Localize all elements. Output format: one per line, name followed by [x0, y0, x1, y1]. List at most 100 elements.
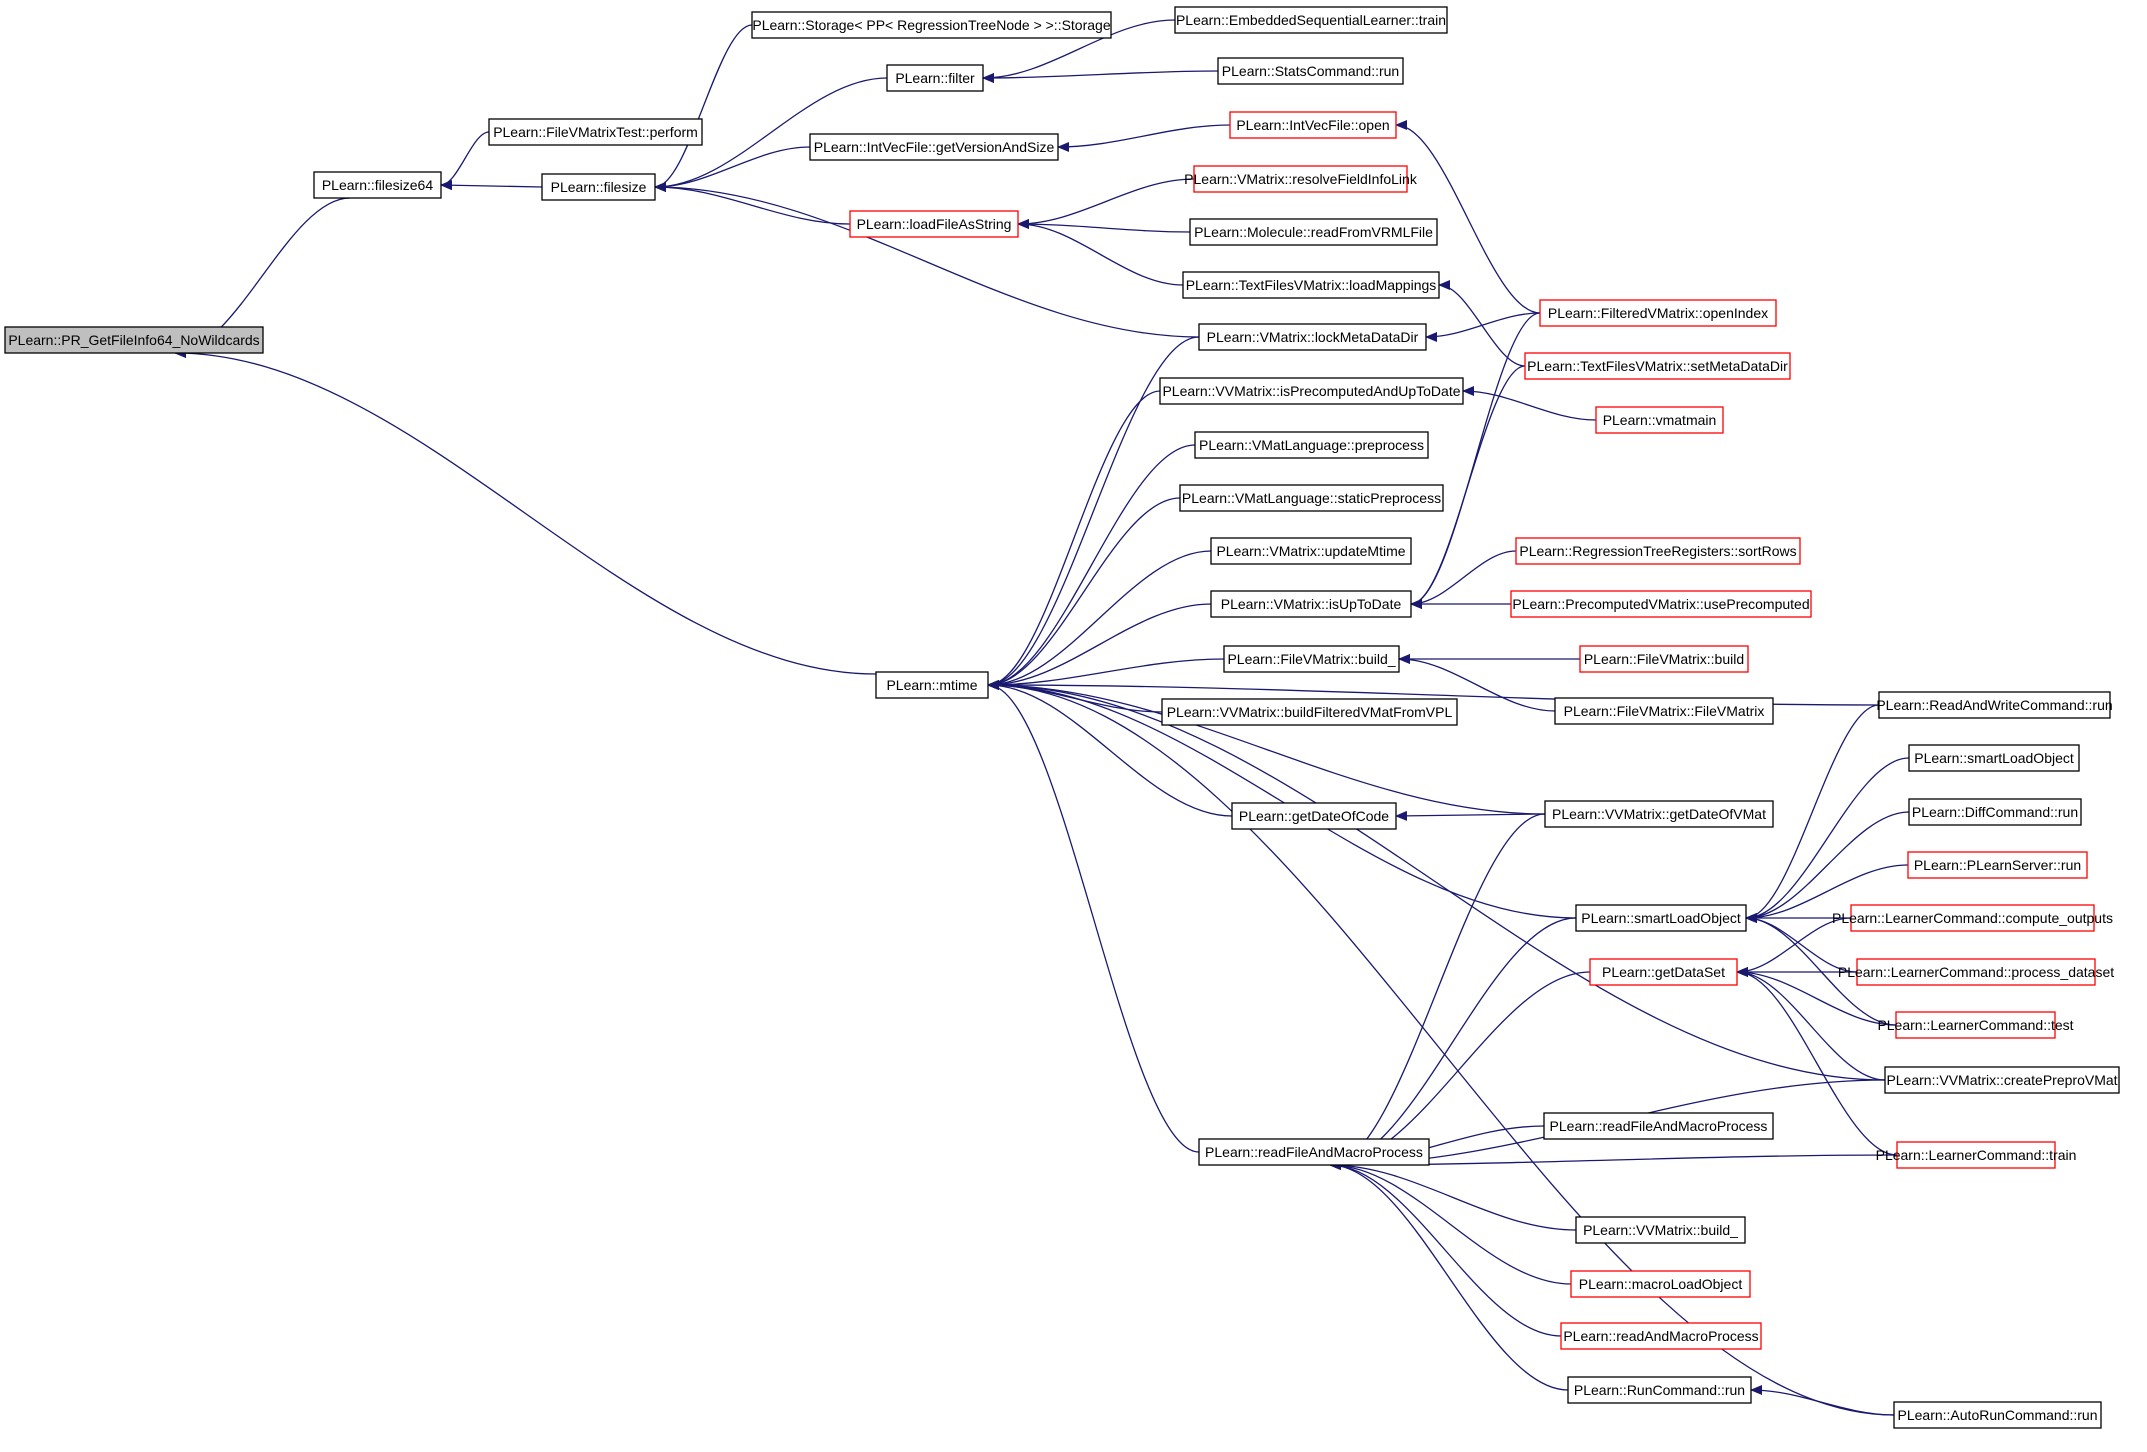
node-readfilemacro_r[interactable]: PLearn::readFileAndMacroProcess	[1543, 1112, 1774, 1140]
node-lockmeta[interactable]: PLearn::VMatrix::lockMetaDataDir	[1198, 323, 1427, 351]
node-ivfopen[interactable]: PLearn::IntVecFile::open	[1229, 111, 1397, 139]
node-label: PLearn::LearnerCommand::train	[1876, 1147, 2077, 1163]
node-label: PLearn::Molecule::readFromVRMLFile	[1194, 224, 1433, 240]
node-processds[interactable]: PLearn::LearnerCommand::process_dataset	[1838, 958, 2114, 986]
node-updatemtime[interactable]: PLearn::VMatrix::updateMtime	[1210, 537, 1412, 565]
node-box	[1189, 218, 1438, 246]
node-box	[1174, 6, 1448, 34]
edge-setmeta-to-isuptodate	[1410, 365, 1526, 609]
node-getdataset[interactable]: PLearn::getDataSet	[1589, 958, 1738, 986]
node-autorun[interactable]: PLearn::AutoRunCommand::run	[1893, 1401, 2102, 1429]
node-label: PLearn::vmatmain	[1603, 412, 1717, 428]
node-smartload_r[interactable]: PLearn::smartLoadObject	[1908, 744, 2080, 772]
node-isuptodate[interactable]: PLearn::VMatrix::isUpToDate	[1210, 590, 1412, 618]
node-filesize64[interactable]: PLearn::filesize64	[313, 171, 442, 199]
node-fvmbuild_[interactable]: PLearn::FileVMatrix::build_	[1223, 645, 1400, 673]
node-box	[313, 171, 442, 199]
node-label: PLearn::StatsCommand::run	[1222, 63, 1399, 79]
node-compute[interactable]: PLearn::LearnerCommand::compute_outputs	[1832, 904, 2113, 932]
node-box	[1907, 851, 2088, 879]
node-sortrows[interactable]: PLearn::RegressionTreeRegisters::sortRow…	[1515, 537, 1801, 565]
edge-runcmd-to-readfilemacro	[1329, 1160, 1569, 1391]
node-fvmbuild[interactable]: PLearn::FileVMatrix::build	[1579, 645, 1749, 673]
node-macroload[interactable]: PLearn::macroLoadObject	[1570, 1270, 1751, 1298]
node-label: PLearn::VMatLanguage::staticPreprocess	[1182, 490, 1441, 506]
node-filesize[interactable]: PLearn::filesize	[541, 173, 656, 201]
node-filter[interactable]: PLearn::filter	[886, 64, 984, 92]
node-root[interactable]: PLearn::PR_GetFileInfo64_NoWildcards	[4, 326, 264, 354]
node-box	[1856, 958, 2096, 986]
node-diffrun[interactable]: PLearn::DiffCommand::run	[1908, 798, 2082, 826]
node-box	[1198, 323, 1427, 351]
node-storage[interactable]: PLearn::Storage< PP< RegressionTreeNode …	[751, 11, 1112, 39]
node-label: PLearn::VMatLanguage::preprocess	[1199, 437, 1424, 453]
node-useprecomp[interactable]: PLearn::PrecomputedVMatrix::usePrecomput…	[1510, 590, 1812, 618]
node-box	[1510, 590, 1812, 618]
edge-getdatevmat-to-mtime	[987, 680, 1546, 815]
node-isprecomp[interactable]: PLearn::VVMatrix::isPrecomputedAndUpToDa…	[1159, 377, 1464, 405]
node-resolve[interactable]: PLearn::VMatrix::resolveFieldInfoLink	[1184, 165, 1418, 193]
edge-openindex-to-lockmeta	[1425, 312, 1541, 342]
node-getdatecode[interactable]: PLearn::getDateOfCode	[1231, 802, 1397, 830]
node-createprepro[interactable]: PLearn::VVMatrix::createPreproVMat	[1884, 1066, 2120, 1094]
node-label: PLearn::IntVecFile::open	[1236, 117, 1389, 133]
edge-macroload-to-readfilemacro	[1329, 1160, 1572, 1285]
node-buildfiltered[interactable]: PLearn::VVMatrix::buildFilteredVMatFromV…	[1161, 698, 1458, 726]
node-label: PLearn::smartLoadObject	[1581, 910, 1741, 926]
edge-ivfopen-to-getversion	[1057, 124, 1231, 152]
node-smartload[interactable]: PLearn::smartLoadObject	[1575, 904, 1747, 932]
node-box	[1893, 1401, 2102, 1429]
node-label: PLearn::smartLoadObject	[1914, 750, 2074, 766]
node-box	[1198, 1138, 1430, 1166]
edge-fvmbuild_-to-mtime	[987, 658, 1225, 690]
node-readandmacro[interactable]: PLearn::readAndMacroProcess	[1560, 1322, 1762, 1350]
node-label: PLearn::VVMatrix::createPreproVMat	[1886, 1072, 2117, 1088]
node-label: PLearn::VVMatrix::getDateOfVMat	[1552, 806, 1766, 822]
node-label: PLearn::PLearnServer::run	[1914, 857, 2081, 873]
node-box	[1182, 271, 1440, 299]
node-box	[1575, 1216, 1746, 1244]
node-vmatmain[interactable]: PLearn::vmatmain	[1595, 406, 1724, 434]
node-getdatevmat[interactable]: PLearn::VVMatrix::getDateOfVMat	[1544, 800, 1774, 828]
node-vvmbuild_[interactable]: PLearn::VVMatrix::build_	[1575, 1216, 1746, 1244]
node-molecule[interactable]: PLearn::Molecule::readFromVRMLFile	[1189, 218, 1438, 246]
node-box	[1895, 1011, 2056, 1039]
node-runcmd[interactable]: PLearn::RunCommand::run	[1567, 1376, 1752, 1404]
node-mtime[interactable]: PLearn::mtime	[875, 671, 989, 699]
node-embtrain[interactable]: PLearn::EmbeddedSequentialLearner::train	[1174, 6, 1448, 34]
node-setmeta[interactable]: PLearn::TextFilesVMatrix::setMetaDataDir	[1524, 352, 1791, 380]
node-readwrite[interactable]: PLearn::ReadAndWriteCommand::run	[1876, 691, 2113, 719]
edge-preprocess-to-mtime	[987, 444, 1196, 690]
node-box	[1194, 431, 1429, 459]
node-lctest[interactable]: PLearn::LearnerCommand::test	[1877, 1011, 2074, 1039]
node-staticpre[interactable]: PLearn::VMatLanguage::staticPreprocess	[1179, 484, 1444, 512]
edge-fvmtest-to-filesize64	[440, 131, 490, 190]
node-lctrain[interactable]: PLearn::LearnerCommand::train	[1876, 1141, 2077, 1169]
node-label: PLearn::FilteredVMatrix::openIndex	[1548, 305, 1768, 321]
node-box	[1231, 802, 1397, 830]
node-label: PLearn::FileVMatrix::build_	[1227, 651, 1395, 667]
node-preprocess[interactable]: PLearn::VMatLanguage::preprocess	[1194, 431, 1429, 459]
node-plearnserver[interactable]: PLearn::PLearnServer::run	[1907, 851, 2088, 879]
node-openindex[interactable]: PLearn::FilteredVMatrix::openIndex	[1539, 299, 1777, 327]
edge-readwrite-to-smartload	[1745, 704, 1880, 923]
node-getversion[interactable]: PLearn::IntVecFile::getVersionAndSize	[809, 133, 1059, 161]
node-label: PLearn::Storage< PP< RegressionTreeNode …	[752, 17, 1110, 33]
edge-getdatecode-to-mtime	[987, 680, 1233, 817]
node-statsrun[interactable]: PLearn::StatsCommand::run	[1217, 57, 1404, 85]
node-label: PLearn::getDataSet	[1602, 964, 1725, 980]
node-label: PLearn::LearnerCommand::test	[1877, 1017, 2073, 1033]
node-loadfile[interactable]: PLearn::loadFileAsString	[849, 210, 1019, 238]
node-fvmctor[interactable]: PLearn::FileVMatrix::FileVMatrix	[1554, 697, 1774, 725]
node-box	[1896, 1141, 2056, 1169]
node-readfilemacro[interactable]: PLearn::readFileAndMacroProcess	[1198, 1138, 1430, 1166]
node-fvmtest[interactable]: PLearn::FileVMatrixTest::perform	[488, 118, 703, 146]
node-loadmap[interactable]: PLearn::TextFilesVMatrix::loadMappings	[1182, 271, 1440, 299]
node-label: PLearn::ReadAndWriteCommand::run	[1876, 697, 2112, 713]
node-label: PLearn::readFileAndMacroProcess	[1550, 1118, 1768, 1134]
node-label: PLearn::filter	[895, 70, 975, 86]
edge-isuptodate-to-mtime	[987, 603, 1212, 690]
edge-filesize-to-filesize64	[440, 180, 543, 191]
node-box	[1554, 697, 1774, 725]
node-label: PLearn::TextFilesVMatrix::loadMappings	[1186, 277, 1437, 293]
